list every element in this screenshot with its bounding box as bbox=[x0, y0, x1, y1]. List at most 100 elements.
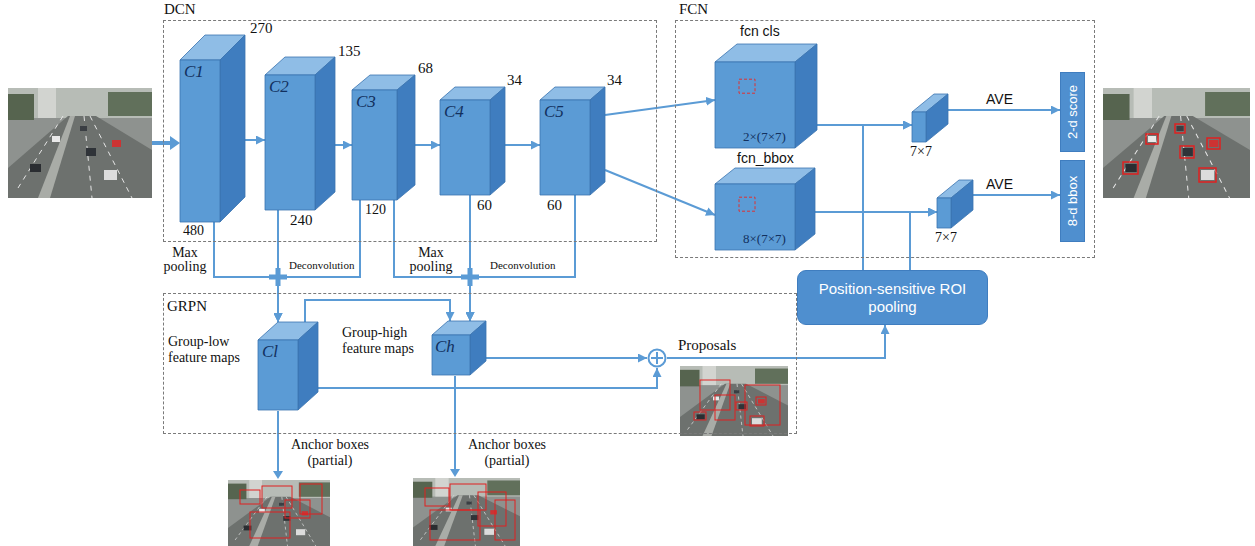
anchor-box bbox=[262, 486, 292, 508]
edge-label: Max pooling bbox=[160, 246, 210, 273]
anchor-arrow bbox=[454, 376, 456, 470]
anchor-box bbox=[425, 488, 449, 506]
connector bbox=[948, 109, 1060, 111]
connector bbox=[973, 194, 1060, 196]
block-front bbox=[912, 112, 926, 142]
detection-box bbox=[1207, 138, 1220, 149]
proposal-box bbox=[694, 412, 706, 420]
input-arrowhead bbox=[170, 136, 180, 150]
detection-box bbox=[1175, 124, 1185, 133]
group-high-block: Group-high feature mapsCh bbox=[432, 321, 486, 375]
sum-node: Proposals bbox=[647, 348, 667, 368]
block-front bbox=[265, 75, 315, 210]
roi-pooling-box: Position-sensitive ROI pooling bbox=[797, 270, 988, 325]
layer-name: C5 bbox=[544, 103, 564, 122]
block-side bbox=[795, 44, 817, 148]
pooled-block: 7×7 bbox=[912, 94, 948, 142]
edge-label: Deconvolution bbox=[490, 259, 555, 271]
connector bbox=[278, 200, 360, 322]
detection-box bbox=[1146, 134, 1158, 144]
dimension: 480 bbox=[183, 223, 204, 238]
block-side bbox=[590, 87, 605, 195]
block-side bbox=[315, 57, 335, 210]
anchor-box bbox=[450, 484, 486, 510]
block-title: fcn cls bbox=[740, 24, 780, 39]
block-side bbox=[951, 180, 973, 228]
dimension: 34 bbox=[607, 72, 622, 89]
feature-block: C1 bbox=[180, 35, 245, 222]
sum-circle bbox=[647, 348, 667, 368]
edge-label: Deconvolution bbox=[289, 259, 354, 271]
block-front bbox=[440, 100, 490, 195]
connector bbox=[667, 325, 885, 358]
position-bin bbox=[739, 79, 755, 93]
block-title: fcn_bbox bbox=[737, 151, 794, 166]
region-title: FCN bbox=[679, 1, 708, 18]
anchor-box bbox=[300, 484, 322, 514]
output-image bbox=[1103, 88, 1250, 198]
block-front bbox=[352, 90, 397, 200]
block-side bbox=[298, 322, 318, 410]
pooled-block: 7×7 bbox=[937, 180, 973, 228]
output-text: 2-d score bbox=[1065, 85, 1079, 139]
connector bbox=[245, 139, 265, 141]
pool-text: Position-sensitive ROI pooling bbox=[806, 280, 979, 315]
map-size: 7×7 bbox=[910, 144, 932, 159]
connector bbox=[910, 212, 937, 270]
connector bbox=[505, 144, 540, 146]
proposals-image bbox=[680, 366, 788, 436]
block-side bbox=[795, 168, 815, 250]
edge-label: Max pooling bbox=[400, 246, 462, 273]
dimension: 135 bbox=[338, 43, 361, 60]
output-bar: 8-d bbox bbox=[1060, 160, 1085, 242]
layer-name: Cl bbox=[262, 343, 278, 362]
detection-boxes bbox=[1123, 124, 1220, 182]
sum-cross bbox=[651, 352, 663, 364]
score-map-block: fcn cls2×(7×7) bbox=[715, 44, 817, 148]
block-front bbox=[180, 60, 220, 222]
connector bbox=[318, 368, 657, 388]
feature-block: C2 bbox=[265, 57, 335, 210]
input-image bbox=[8, 88, 152, 198]
connector bbox=[470, 195, 575, 321]
proposal-boxes bbox=[694, 380, 780, 426]
anchor-box bbox=[495, 500, 515, 540]
output-text: 8-d bbox bbox=[1065, 176, 1079, 227]
proposal-box bbox=[756, 397, 766, 405]
block-front bbox=[432, 335, 470, 375]
bbox-map-block: fcn_bbox8×(7×7) bbox=[715, 168, 815, 250]
layer-name: C1 bbox=[184, 63, 204, 82]
connector bbox=[605, 170, 715, 215]
block-side bbox=[490, 87, 505, 195]
dimension: 60 bbox=[547, 197, 562, 214]
dimension: 270 bbox=[250, 20, 273, 37]
region-title: DCN bbox=[164, 1, 196, 18]
anchor-caption: Anchor boxes (partial) bbox=[287, 437, 373, 469]
anchor-boxes bbox=[240, 484, 515, 540]
proposal-box bbox=[715, 395, 735, 420]
feature-block: C3 bbox=[352, 75, 415, 200]
connector bbox=[863, 125, 912, 270]
map-size: 8×(7×7) bbox=[743, 232, 786, 246]
fcn-region: FCNfcn cls2×(7×7)7×72-d scorefcn_bbox8×(… bbox=[675, 20, 1095, 258]
anchor-arrow bbox=[277, 411, 279, 472]
block-front bbox=[258, 340, 298, 410]
proposal-box bbox=[745, 385, 780, 425]
dimension: 240 bbox=[290, 212, 313, 229]
block-side bbox=[220, 35, 245, 222]
dimension: 34 bbox=[507, 72, 522, 89]
anchor-image bbox=[413, 478, 520, 546]
layer-name: Ch bbox=[435, 338, 455, 357]
connector bbox=[605, 100, 715, 115]
connector bbox=[486, 357, 647, 359]
block-caption: Group-high feature maps bbox=[342, 325, 428, 357]
proposals-title: Proposals bbox=[678, 337, 736, 354]
block-side bbox=[397, 75, 415, 200]
block-front bbox=[715, 184, 795, 250]
position-bin bbox=[739, 197, 755, 211]
map-size: 2×(7×7) bbox=[743, 130, 786, 144]
dcn-region: DCNC1C2C3C4C5 bbox=[163, 20, 657, 242]
block-shape bbox=[937, 180, 973, 228]
anchor-box bbox=[430, 510, 480, 540]
edge-label: AVE bbox=[986, 177, 1013, 192]
